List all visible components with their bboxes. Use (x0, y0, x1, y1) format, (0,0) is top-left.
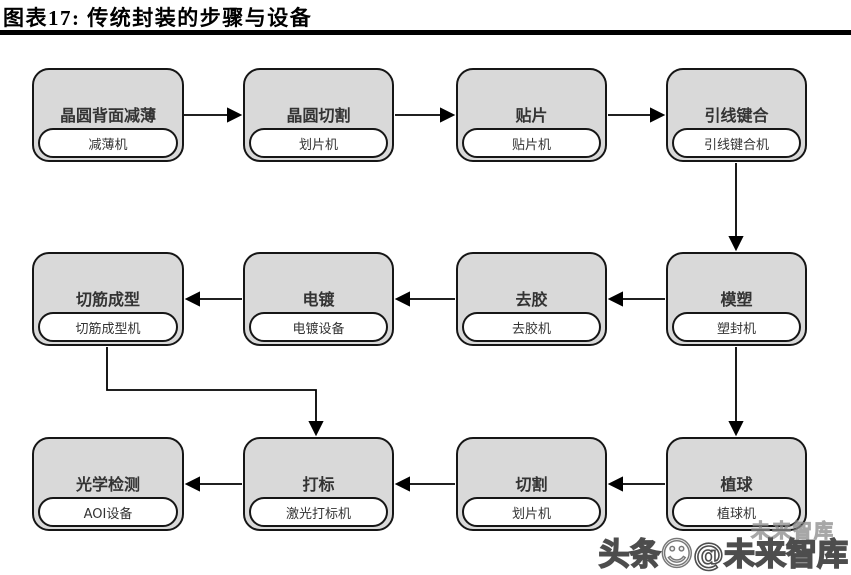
flow-node-deflash: 去胶 去胶机 (456, 252, 607, 346)
flow-node-molding: 模塑 塑封机 (666, 252, 807, 346)
flow-node-trim-and-form: 切筋成型 切筋成型机 (32, 252, 184, 346)
equipment-pill: 植球机 (672, 497, 801, 527)
step-label: 光学检测 (75, 475, 140, 494)
equipment-pill: 划片机 (462, 497, 601, 527)
step-label: 模塑 (720, 290, 753, 309)
step-label: 切筋成型 (75, 290, 140, 309)
step-label: 打标 (302, 475, 335, 494)
step-label: 切割 (515, 475, 548, 494)
watermark-text-left: 头条 (598, 537, 662, 573)
flow-node-singulation: 切割 划片机 (456, 437, 607, 531)
equipment-pill: 切筋成型机 (38, 312, 178, 342)
watermark: 头条 ☺ @未来智库 (598, 534, 849, 574)
equipment-pill: 贴片机 (462, 128, 601, 158)
step-label: 贴片 (515, 106, 548, 125)
step-label: 植球 (720, 475, 753, 494)
step-label: 去胶 (515, 290, 548, 309)
title-divider (0, 30, 851, 35)
flow-node-marking: 打标 激光打标机 (243, 437, 394, 531)
step-label: 晶圆背面减薄 (59, 106, 156, 125)
flow-node-die-attach: 贴片 贴片机 (456, 68, 607, 162)
flow-node-wafer-dicing: 晶圆切割 划片机 (243, 68, 394, 162)
flow-node-optical-inspection: 光学检测 AOI设备 (32, 437, 184, 531)
step-label: 引线键合 (704, 106, 769, 125)
equipment-pill: 划片机 (249, 128, 388, 158)
watermark-text-right: @未来智库 (692, 537, 849, 573)
flow-node-wire-bonding: 引线键合 引线键合机 (666, 68, 807, 162)
watermark-overlay-text: 未来智库 (750, 520, 835, 543)
equipment-pill: AOI设备 (38, 497, 178, 527)
equipment-pill: 引线键合机 (672, 128, 801, 158)
flow-node-plating: 电镀 电镀设备 (243, 252, 394, 346)
flow-node-wafer-backside-thinning: 晶圆背面减薄 减薄机 (32, 68, 184, 162)
equipment-pill: 电镀设备 (249, 312, 388, 342)
smiley-face-icon: ☺ (659, 534, 695, 573)
equipment-pill: 减薄机 (38, 128, 178, 158)
step-label: 电镀 (302, 290, 335, 309)
equipment-pill: 塑封机 (672, 312, 801, 342)
equipment-pill: 去胶机 (462, 312, 601, 342)
equipment-pill: 激光打标机 (249, 497, 388, 527)
flow-node-ball-mount: 植球 植球机 (666, 437, 807, 531)
figure-title: 图表17: 传统封装的步骤与设备 (3, 6, 313, 30)
step-label: 晶圆切割 (286, 106, 351, 125)
